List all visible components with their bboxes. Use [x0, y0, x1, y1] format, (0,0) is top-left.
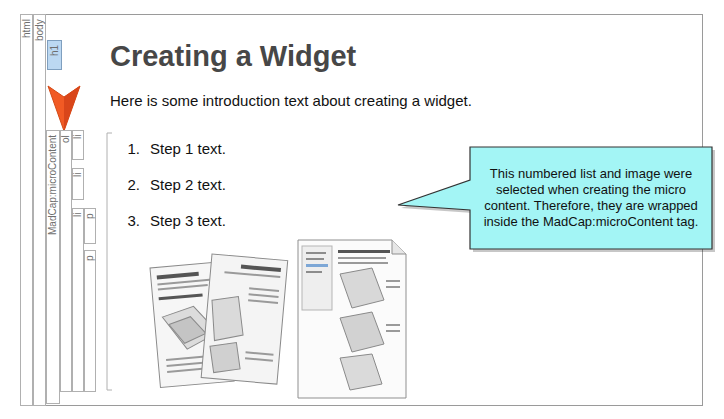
ol-tag-bar: ol: [60, 130, 72, 392]
page-line: [249, 287, 279, 292]
list-number: 3.: [110, 212, 140, 230]
manual-document-icon: [298, 240, 406, 398]
callout-outline: [398, 147, 712, 249]
page-heading: Creating a Widget: [110, 40, 356, 73]
manuals-image: [150, 240, 406, 398]
document-line: [386, 286, 400, 288]
html-tag-bar: html: [20, 14, 33, 406]
page-line: [245, 357, 273, 361]
document-line: [386, 280, 400, 282]
page-heading-bar: [157, 272, 199, 280]
device-sketch: [340, 312, 384, 352]
page-line: [158, 284, 208, 290]
tag-name: p: [85, 255, 95, 261]
device-sketch: [208, 294, 246, 343]
page-heading-bar: [159, 294, 203, 301]
tag-name: li: [73, 213, 83, 217]
page-line: [249, 293, 279, 298]
sidebar-row: [306, 252, 326, 254]
callout-bubble: This numbered list and image were select…: [396, 146, 714, 250]
document-line: [386, 330, 400, 332]
device-sketch: [340, 268, 384, 308]
tag-name: body: [35, 19, 45, 41]
sidebar-row: [306, 271, 322, 273]
document-sheet: [298, 240, 406, 398]
document-line: [338, 257, 386, 259]
device-sketch: [168, 315, 206, 344]
tag-name: li: [73, 173, 83, 177]
list-number: 1.: [110, 140, 140, 158]
page-sheet: [201, 254, 288, 384]
device-sketch: [208, 340, 243, 375]
tag-name: h1: [50, 45, 60, 56]
page-line: [248, 299, 278, 304]
document-heading-bar: [338, 250, 390, 253]
li-tag-bar: li: [72, 168, 84, 200]
p-tag-bar: p: [84, 250, 96, 392]
sidebar-row: [306, 258, 324, 260]
page-line: [224, 271, 280, 278]
insertion-marker: [48, 86, 80, 131]
insertion-marker-shade: [64, 86, 80, 131]
list-item-text: Step 2 text.: [150, 176, 370, 194]
callout-text-area: This numbered list and image were select…: [476, 166, 706, 230]
callout-text: This numbered list and image were select…: [476, 166, 706, 230]
tag-name: ol: [61, 135, 71, 143]
document-line: [386, 324, 400, 326]
intro-text: Here is some introduction text about cre…: [110, 92, 550, 110]
tag-name: li: [73, 135, 83, 139]
tag-name: MadCap:microContent: [48, 135, 58, 235]
selection-bracket: [107, 133, 112, 390]
document-line: [338, 262, 388, 264]
tag-name: html: [22, 19, 32, 38]
h1-tag-bar: h1: [47, 40, 62, 70]
list-item-text: Step 3 text.: [150, 212, 370, 230]
li-tag-bar: li: [72, 208, 84, 392]
list-item-text: Step 1 text.: [150, 140, 370, 158]
li-tag-bar: li: [72, 130, 84, 160]
manual-page: [201, 254, 288, 384]
document-sidebar: [302, 246, 332, 310]
device-sketch: [340, 354, 382, 390]
body-tag-bar: body: [33, 14, 46, 406]
p-tag-bar: p: [84, 208, 96, 244]
document-fold: [392, 240, 406, 254]
microcontent-tag-bar: MadCap:microContent: [46, 130, 60, 404]
list-number: 2.: [110, 176, 140, 194]
page-heading-bar: [241, 265, 281, 272]
tag-name: p: [85, 213, 95, 219]
page-line: [245, 351, 273, 355]
sidebar-row: [306, 264, 328, 267]
